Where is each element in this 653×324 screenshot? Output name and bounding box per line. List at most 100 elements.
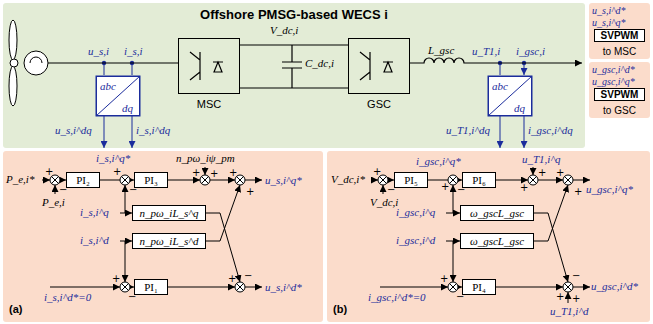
node-text: abc bbox=[100, 80, 116, 92]
node-text: ω_gscL_gsc bbox=[470, 207, 524, 219]
gain-block: ω_gscL_gsc bbox=[460, 205, 534, 221]
wire-line bbox=[55, 185, 56, 194]
signal-label: i_gsc,i^d bbox=[396, 234, 435, 246]
signal-label: u_T1,i^q bbox=[522, 153, 561, 165]
signal-label: i_gsc,i^d*=0 bbox=[368, 291, 426, 303]
wire-line bbox=[573, 180, 590, 181]
sign-label: − bbox=[59, 184, 67, 195]
wire-line bbox=[282, 45, 302, 88]
summing-junction bbox=[563, 175, 573, 185]
signal-label: i_gsc,i^q bbox=[396, 206, 435, 218]
sign-label: − bbox=[456, 291, 464, 302]
sign-label: − bbox=[244, 270, 252, 281]
node-text: PI₂ bbox=[76, 174, 90, 186]
summing-junction bbox=[235, 282, 245, 292]
sign-label: + bbox=[556, 167, 564, 178]
node-text: ω_gscL_gsc bbox=[470, 235, 524, 247]
node-text: u_gsc,i^q* bbox=[592, 76, 635, 87]
symbol-group bbox=[96, 63, 532, 148]
wire-line bbox=[120, 213, 132, 214]
wire-line bbox=[410, 58, 582, 63]
summing-junction bbox=[120, 175, 130, 185]
sign-label: + bbox=[556, 291, 564, 302]
wire-line bbox=[245, 180, 262, 181]
signal-label: u_T1,i^dq bbox=[446, 124, 490, 136]
wire-line bbox=[168, 180, 200, 181]
wire-line bbox=[240, 87, 348, 88]
wire-line bbox=[206, 213, 240, 282]
sign-label: + bbox=[228, 273, 236, 284]
signal-label: u_gsc,i^d* bbox=[591, 280, 638, 292]
converter-box: GSC bbox=[348, 38, 410, 94]
symbol-group bbox=[42, 167, 590, 303]
signal-label: u_T1,i bbox=[472, 45, 500, 57]
sign-label: + bbox=[440, 273, 448, 284]
wire-line bbox=[573, 287, 590, 288]
gain-block: n_pω_iL_s^d bbox=[132, 233, 206, 249]
wire-line bbox=[453, 185, 454, 213]
wire-line bbox=[383, 185, 384, 194]
pi-controller: PI₅ bbox=[394, 172, 428, 188]
connector bbox=[240, 44, 348, 45]
symbol-group bbox=[96, 76, 532, 116]
wire-line bbox=[205, 167, 206, 175]
signal-label: i_s,i^q bbox=[80, 206, 109, 218]
abc-dq-transform: abcdq bbox=[96, 76, 140, 116]
signal-label: i_s,i^dq bbox=[136, 124, 170, 136]
gain-block: ω_gscL_gsc bbox=[460, 233, 534, 249]
wire-line bbox=[120, 241, 132, 242]
wire-line bbox=[125, 241, 126, 282]
summing-junction bbox=[120, 282, 130, 292]
summing-junction bbox=[200, 175, 210, 185]
node-text: PI₅ bbox=[404, 174, 418, 186]
wire-line bbox=[496, 180, 528, 181]
gain-block: n_pω_iL_s^q bbox=[132, 205, 206, 221]
node-text: u_s,i^d* bbox=[592, 5, 625, 16]
panel-ground bbox=[327, 151, 650, 322]
wire-line bbox=[534, 185, 568, 241]
wire-line bbox=[132, 116, 133, 148]
wire-line bbox=[496, 287, 563, 288]
node-text: to MSC bbox=[589, 46, 650, 57]
wire-line bbox=[42, 180, 50, 181]
summing-junction bbox=[528, 175, 538, 185]
node-text: GSC bbox=[349, 98, 409, 110]
terminal-dot bbox=[10, 59, 18, 67]
sign-label: + bbox=[229, 167, 237, 178]
sign-label: − bbox=[387, 184, 395, 195]
signal-label: i_gsc,i^q* bbox=[416, 155, 461, 167]
wire-line bbox=[125, 185, 126, 213]
abc-dq-transform: abcdq bbox=[488, 76, 532, 116]
signal-label: u_gsc,i^q* bbox=[586, 183, 633, 195]
signal-label: u_s,i^q* bbox=[265, 174, 302, 186]
signal-label: i_s,i^d*=0 bbox=[44, 291, 91, 303]
signal-label: i_gsc,i^dq bbox=[528, 124, 573, 136]
signal-label: L_gsc bbox=[428, 44, 454, 56]
node-text: n_pω_iL_s^q bbox=[140, 207, 199, 219]
pi-controller: PI₂ bbox=[66, 172, 100, 188]
sign-label: + bbox=[441, 181, 449, 192]
signal-label: n_pω_iψ_pm bbox=[176, 152, 235, 164]
node-text: PI₆ bbox=[472, 174, 486, 186]
signal-label: C_dc,i bbox=[305, 57, 334, 69]
wire-line bbox=[373, 180, 378, 181]
node-text: n_pω_iL_s^d bbox=[140, 235, 199, 247]
sign-label: + bbox=[373, 166, 381, 177]
panel-ground bbox=[589, 62, 650, 118]
sign-label: + bbox=[538, 167, 546, 178]
sign-label: + bbox=[113, 166, 121, 177]
node-text: dq bbox=[514, 102, 525, 114]
node-text: to GSC bbox=[589, 105, 650, 116]
turbine-blade bbox=[9, 66, 17, 106]
wire-line bbox=[210, 180, 235, 181]
wire-line bbox=[380, 287, 448, 288]
signal-label: P_e,i bbox=[42, 196, 65, 208]
modulation-panel: u_gsc,i^d*u_gsc,i^q*to GSCSVPWM bbox=[589, 62, 650, 118]
wire-line bbox=[500, 116, 501, 148]
signal-label: i_s,i^q* bbox=[96, 152, 130, 164]
node-text: dq bbox=[122, 102, 133, 114]
wire-line bbox=[533, 167, 534, 175]
node-text: u_gsc,i^d* bbox=[592, 64, 635, 75]
wind-turbine bbox=[9, 20, 48, 106]
